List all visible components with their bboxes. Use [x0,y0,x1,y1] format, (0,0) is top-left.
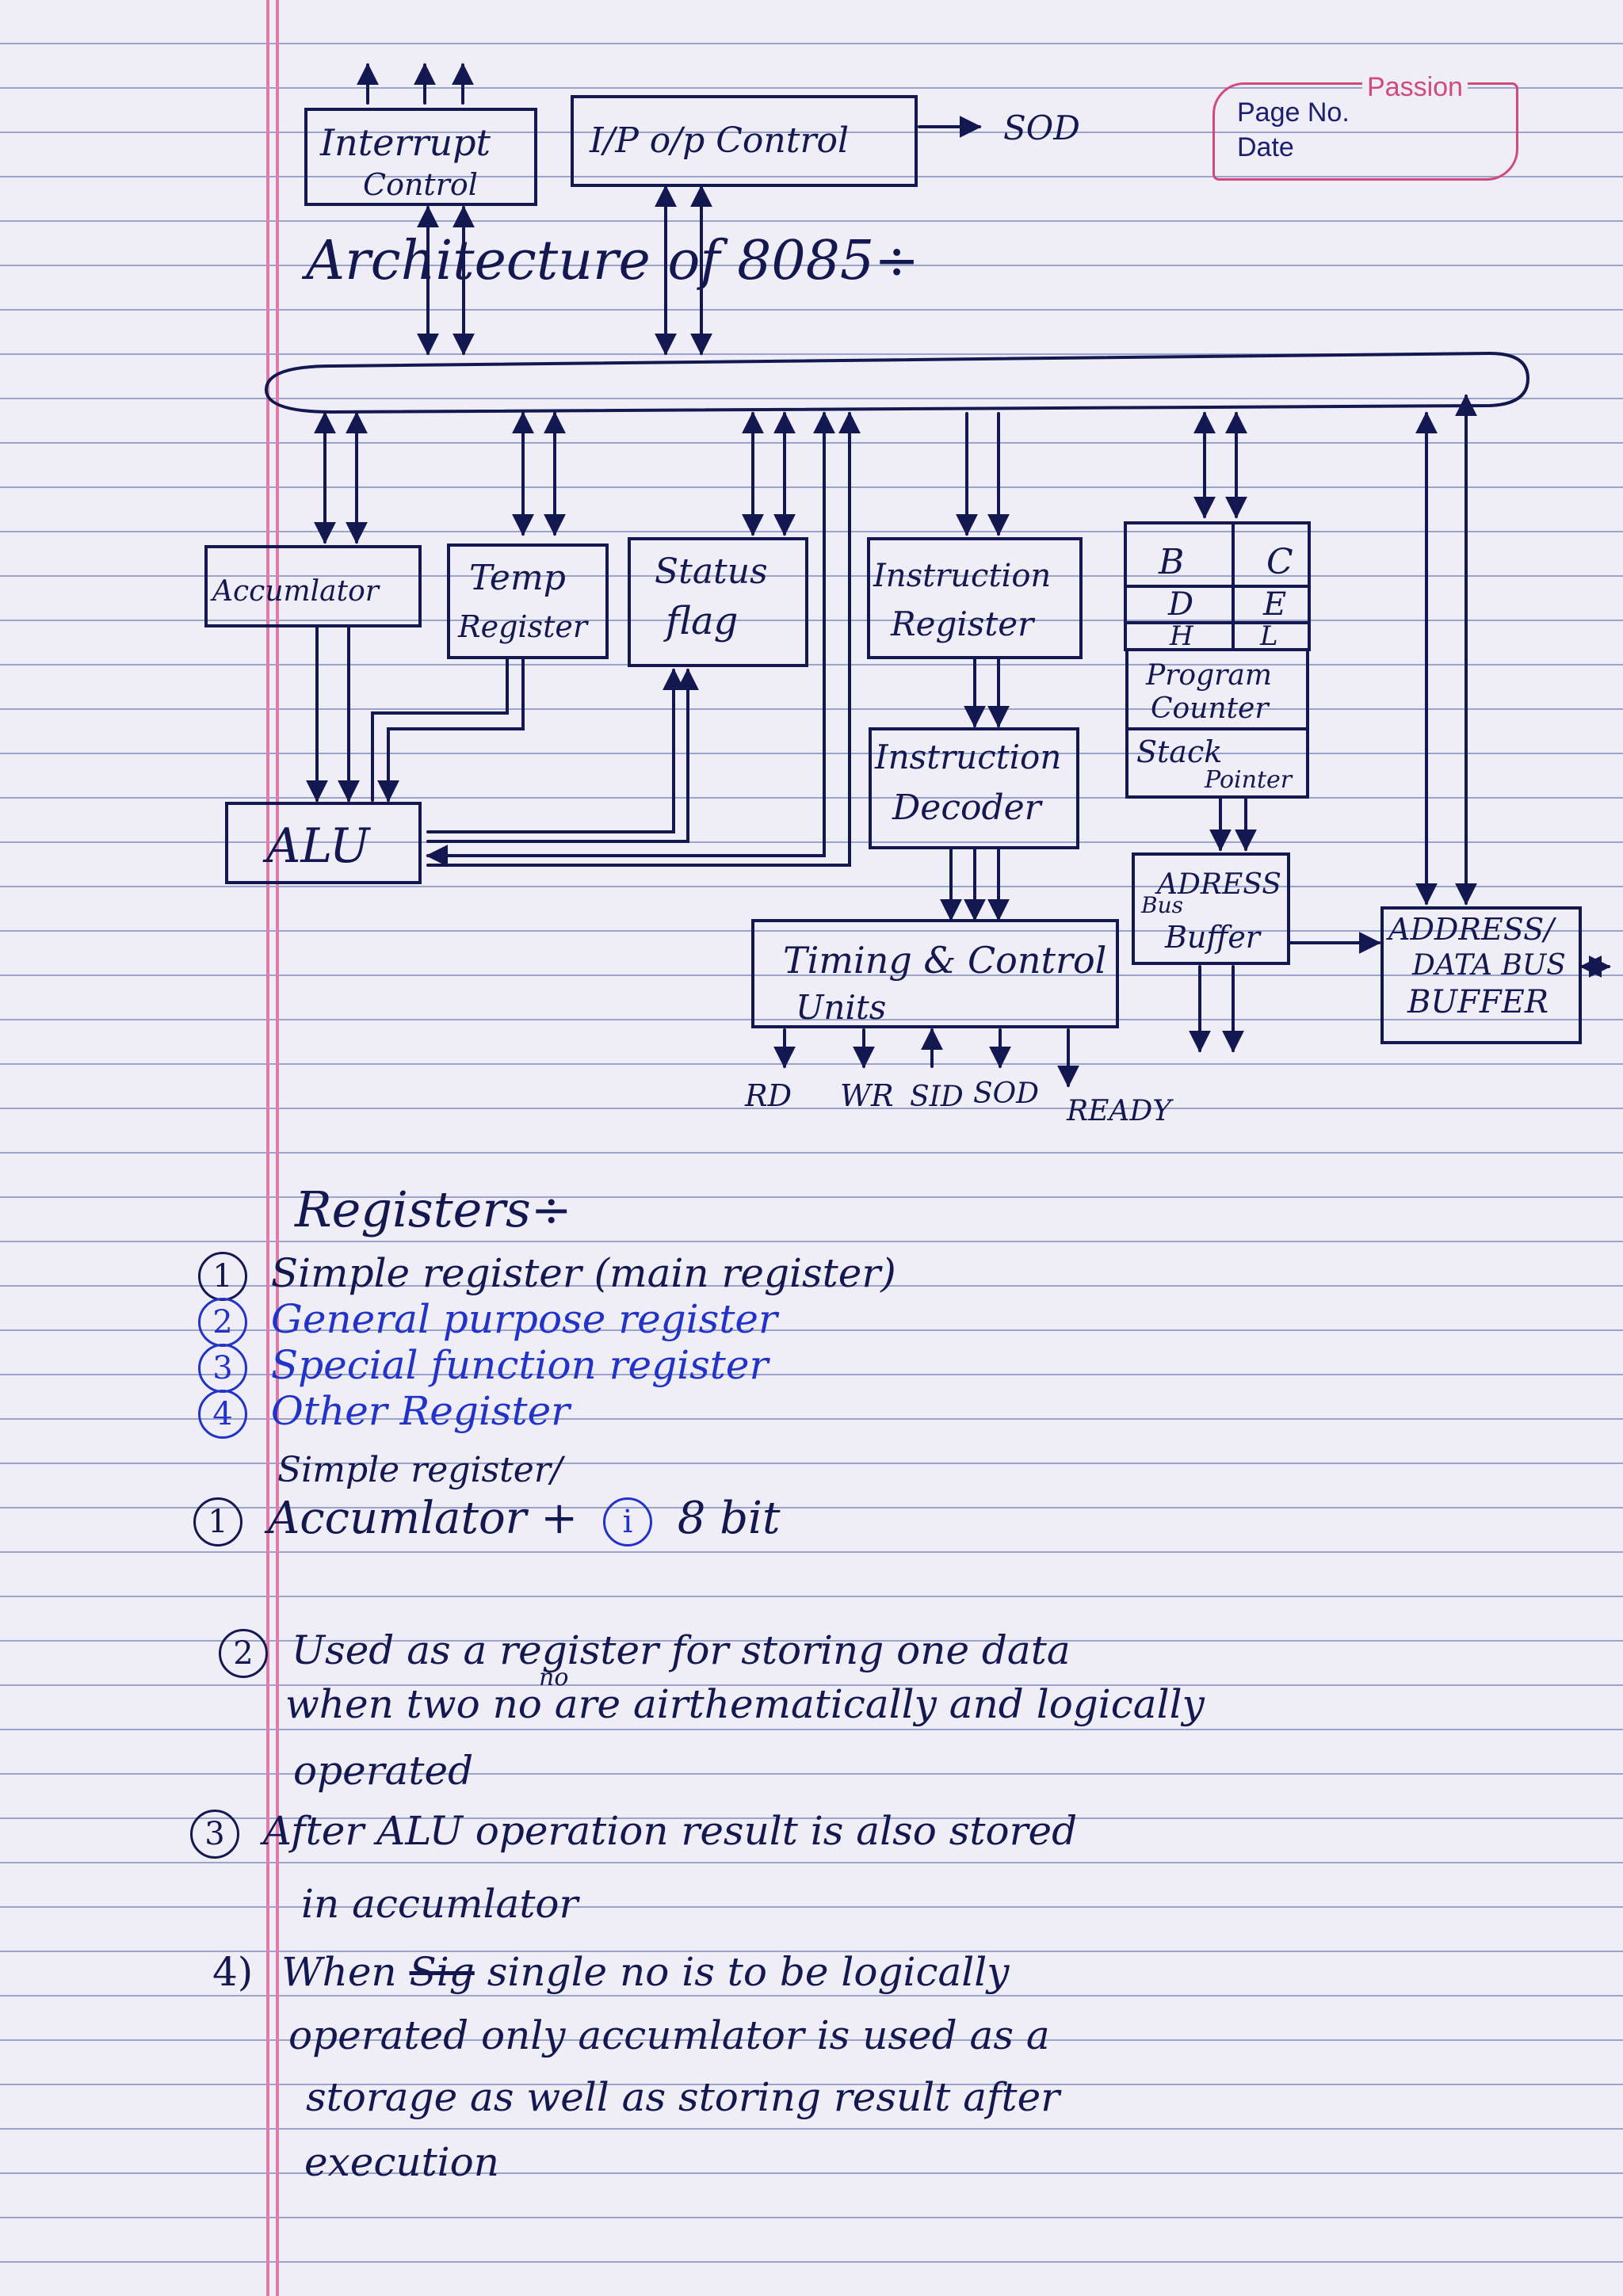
margin-line [276,0,279,2296]
point-text: single no is to be logically [487,1949,1010,1995]
item-number: 1 [193,1497,242,1547]
temp-register-label: Temp [469,558,566,598]
program-counter-label: Program [1145,659,1272,692]
item-number: 2 [219,1629,268,1678]
interrupt-control-label: Interrupt [319,121,491,164]
point-3-line-1: 3 After ALU operation result is also sto… [190,1808,1077,1859]
instruction-register-label: Instruction [873,558,1051,594]
signal-sid: SID [910,1081,964,1113]
item-number: 4) [212,1949,254,1995]
alu-box [225,802,422,884]
instruction-decoder-label: Instruction [874,738,1061,776]
sub-number: i [602,1497,652,1547]
instruction-decoder-label-2: Decoder [892,788,1044,828]
address-data-buffer-label: ADDRESS/ [1386,912,1556,947]
signal-rd: RD [744,1078,792,1113]
list-number: 3 [198,1344,247,1393]
interrupt-control-box [304,108,537,206]
list-text: Simple register (main register) [270,1250,896,1296]
register-list-item-4: 4 Other Register [198,1388,570,1439]
simple-register-heading: Simple register/ [277,1450,563,1490]
list-number: 1 [198,1252,247,1301]
point-3-line-2: in accumlator [301,1881,579,1927]
temp-register-box [447,543,609,659]
address-bus-buffer-label-3: Buffer [1164,920,1262,955]
timing-control-box [751,919,1119,1028]
margin-line [266,0,269,2296]
timing-control-label: Timing & Control [783,939,1106,982]
io-control-box [571,95,918,187]
program-counter-label-2: Counter [1151,692,1270,725]
address-data-buffer-label-3: BUFFER [1407,984,1549,1020]
status-flag-label-2: flag [663,599,738,643]
stamp-page-no: Page No. [1237,97,1350,128]
page-title: Architecture of 8085÷ [306,230,920,292]
point-4-line-4: execution [304,2139,499,2185]
reg-c-label: C [1266,542,1293,582]
accumulator-label: Accumlator [210,575,380,608]
accumulator-line: 1 Accumlator + i 8 bit [193,1493,780,1547]
point-2-line-3: operated [293,1748,474,1794]
point-4-line-1: 4) When Sig single no is to be logically [212,1949,1010,1995]
point-4-line-3: storage as well as storing result after [306,2074,1060,2120]
io-control-label: I/P o/p Control [589,120,849,161]
point-text: After ALU operation result is also store… [262,1808,1078,1854]
reg-e-label: E [1262,586,1286,623]
reg-d-label: D [1167,586,1193,623]
status-flag-box [628,537,808,667]
reg-l-label: L [1259,620,1278,652]
struck-text: Sig [409,1949,475,1995]
list-number: 4 [198,1390,247,1439]
point-2-superscript: no [539,1664,569,1691]
signal-sod: SOD [973,1077,1039,1110]
point-2-line-1: 2 Used as a register for storing one dat… [219,1627,1071,1678]
stack-pointer-label-2: Pointer [1204,766,1293,794]
signal-ready: READY [1066,1095,1174,1127]
list-text: Special function register [270,1342,769,1388]
list-text: Other Register [270,1388,571,1434]
address-bus-buffer-label-2: Bus [1140,892,1183,918]
stamp-brand: Passion [1362,72,1468,103]
list-text: General purpose register [270,1296,777,1342]
reg-h-label: H [1169,620,1194,652]
register-list-item-1: 1 Simple register (main register) [198,1250,896,1301]
status-flag-label: Status [655,551,768,592]
architecture-diagram: Interrupt Control I/P o/p Control SOD Ac… [204,63,1611,1127]
stack-pointer-label: Stack [1136,734,1222,769]
signal-wr: WR [840,1078,894,1113]
address-bus-buffer-box [1132,852,1290,965]
point-2-line-2: when two no are airthematically and logi… [285,1681,1205,1727]
point-text: When [281,1949,397,1995]
instruction-decoder-box [869,727,1079,849]
item-number: 3 [190,1810,239,1859]
registers-heading: Registers÷ [295,1180,572,1238]
reg-b-label: B [1158,542,1184,582]
instruction-register-label-2: Register [890,605,1036,643]
address-bus-buffer-label: ADRESS [1155,868,1281,901]
accumulator-bits: 8 bit [677,1493,781,1544]
point-text: Used as a register for storing one data [291,1627,1071,1673]
stack-pointer-box [1125,727,1309,799]
internal-bus [264,351,1530,414]
accumulator-text: Accumlator + [267,1493,579,1544]
sod-top-label: SOD [1003,109,1080,147]
register-list-item-3: 3 Special function register [198,1342,768,1393]
alu-label: ALU [262,818,372,874]
interrupt-control-label-2: Control [363,167,478,202]
timing-control-label-2: Units [796,988,886,1027]
address-data-buffer-label-2: DATA BUS [1411,949,1566,982]
register-list-item-2: 2 General purpose register [198,1296,777,1347]
list-number: 2 [198,1298,247,1347]
accumulator-box [204,545,422,627]
page-stamp: Passion Page No. Date [1212,72,1518,181]
temp-register-label-2: Register [457,609,590,644]
stamp-date: Date [1237,132,1294,162]
point-4-line-2: operated only accumlator is used as a [288,2012,1050,2058]
